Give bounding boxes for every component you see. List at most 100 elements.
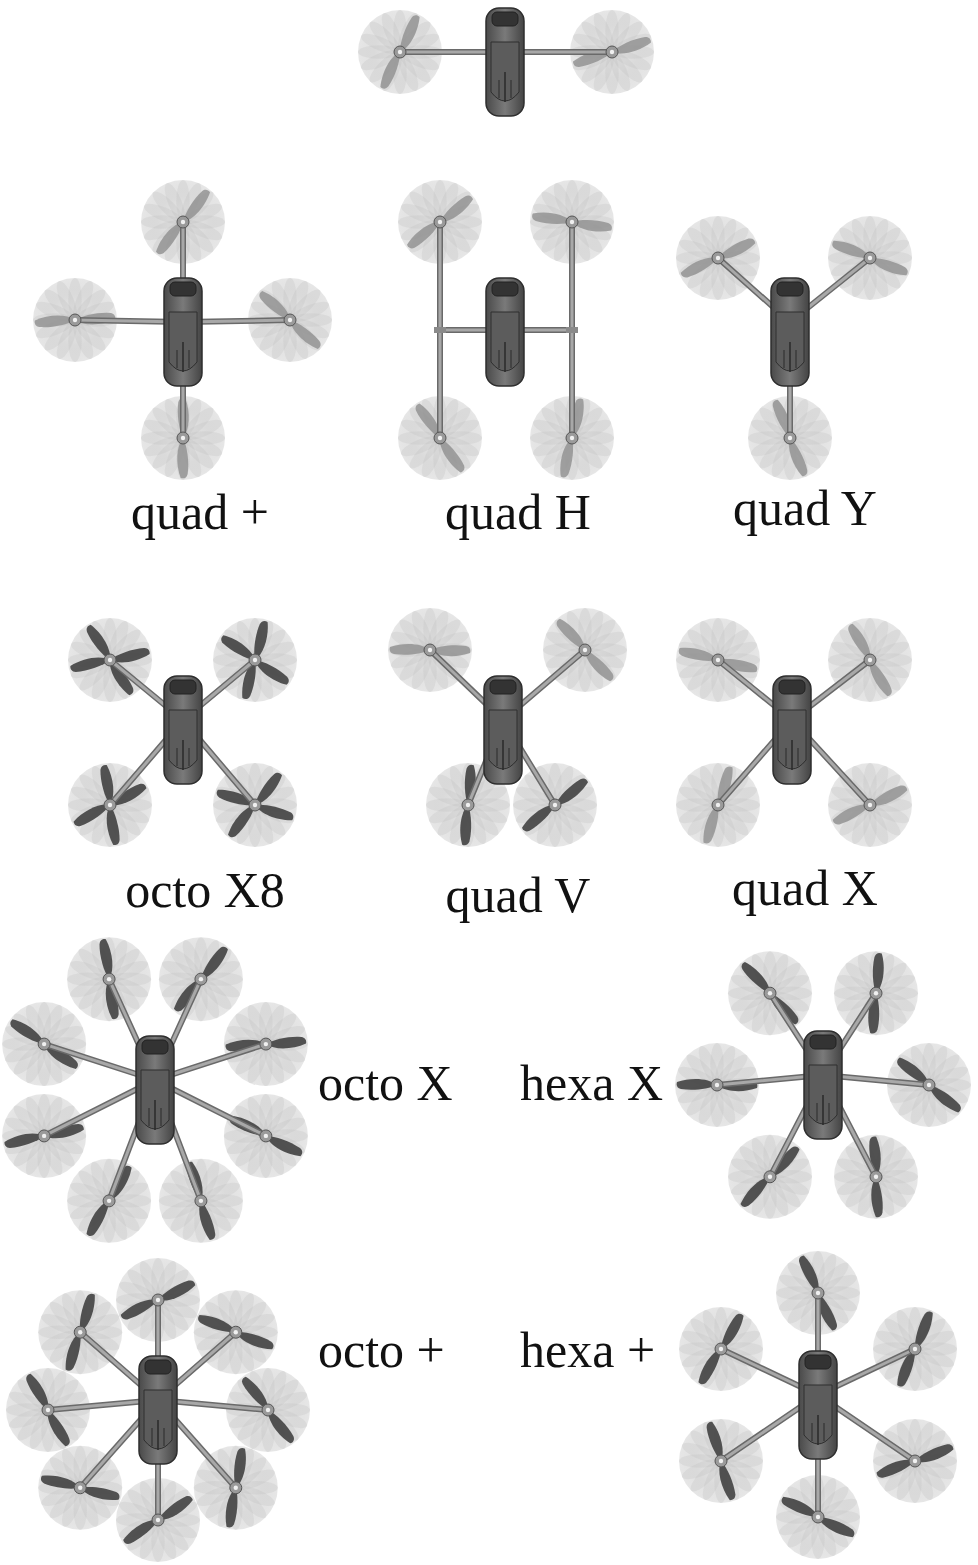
propeller-blade: [553, 616, 617, 683]
motor-hub: [177, 216, 189, 228]
propeller-blade: [700, 765, 735, 846]
motor-hub: [104, 799, 116, 811]
drone: [676, 216, 912, 480]
motor-hub: [177, 432, 189, 444]
motor-hub: [784, 432, 796, 444]
propeller-blade: [215, 787, 296, 824]
motor-hub: [870, 1171, 882, 1183]
motor-hub: [566, 216, 578, 228]
propeller-blade: [196, 1312, 276, 1352]
motor-hub: [870, 987, 882, 999]
motor-hub: [549, 799, 561, 811]
drone: [358, 8, 654, 116]
propeller-blade: [171, 944, 230, 1015]
configuration-label: quad X: [732, 858, 878, 918]
propeller-blade: [459, 764, 477, 845]
propeller-blade: [3, 1121, 84, 1151]
motor-hub: [262, 1404, 274, 1416]
propeller-blade: [72, 780, 149, 830]
propeller-disk: [2, 1002, 86, 1086]
configuration-label: hexa X: [520, 1053, 663, 1113]
configuration-label: octo +: [318, 1320, 445, 1380]
propeller-disk: [159, 1159, 243, 1243]
motor-hub: [230, 1482, 242, 1494]
propeller-blade: [867, 953, 885, 1034]
motor-hub: [260, 1038, 272, 1050]
motor-hub: [394, 46, 406, 58]
motor-hub: [909, 1343, 921, 1355]
drone: [2, 937, 308, 1243]
propeller-disk: [543, 608, 627, 692]
motor-hub: [909, 1455, 921, 1467]
propeller-disk: [679, 1307, 763, 1391]
propeller-disk: [873, 1419, 957, 1503]
configuration-label: quad V: [446, 865, 591, 925]
motor-hub: [579, 644, 591, 656]
motor-hub: [566, 432, 578, 444]
motor-hub: [711, 1079, 723, 1091]
propeller-disk: [513, 763, 597, 847]
motor-hub: [249, 799, 261, 811]
propeller-blade: [84, 1163, 135, 1239]
propeller-blade: [703, 1421, 738, 1502]
motor-hub: [712, 799, 724, 811]
configuration-label: quad Y: [733, 478, 877, 538]
propeller-disk: [679, 1419, 763, 1503]
propeller-blade: [390, 644, 471, 656]
motor-hub: [249, 654, 261, 666]
motor-hub: [195, 973, 207, 985]
drone-body: [799, 1351, 837, 1459]
configuration-label: quad +: [131, 482, 269, 542]
propeller-blade: [677, 645, 758, 675]
motor-hub: [434, 432, 446, 444]
propeller-blade: [875, 1441, 955, 1481]
drone: [6, 1258, 310, 1562]
propeller-disk: [2, 1094, 86, 1178]
propeller-blade: [894, 1309, 936, 1388]
motor-hub: [103, 1195, 115, 1207]
drone: [68, 618, 297, 847]
propeller-blade: [223, 1447, 248, 1529]
motor-hub: [712, 252, 724, 264]
propeller-blade: [830, 238, 910, 278]
motor-hub: [606, 46, 618, 58]
drone: [398, 180, 614, 480]
drone-body: [804, 1031, 842, 1139]
propeller-blade: [239, 619, 270, 700]
propeller-blade: [679, 235, 757, 281]
drone: [675, 951, 971, 1219]
motor-hub: [104, 654, 116, 666]
drone-body: [486, 278, 524, 386]
propeller-disk: [67, 937, 151, 1021]
propeller-disk: [873, 1307, 957, 1391]
motor-hub: [715, 1455, 727, 1467]
drone-body: [164, 676, 202, 784]
configuration-label: octo X8: [125, 860, 285, 920]
motor-hub: [764, 1171, 776, 1183]
motor-hub: [715, 1343, 727, 1355]
propeller-disk: [834, 1135, 918, 1219]
drone: [33, 180, 332, 480]
propeller-disk: [728, 1135, 812, 1219]
propeller-disk: [159, 937, 243, 1021]
configuration-label: octo X: [318, 1053, 453, 1113]
drone-body: [139, 1356, 177, 1464]
propeller-blade: [831, 782, 909, 828]
propeller-blade: [40, 1473, 121, 1503]
configuration-label: quad H: [445, 482, 591, 542]
propeller-disk: [213, 763, 297, 847]
motor-hub: [434, 216, 446, 228]
propeller-blade: [845, 622, 896, 698]
propeller-blade: [97, 938, 122, 1020]
propeller-disk: [728, 951, 812, 1035]
propeller-blade: [867, 1136, 885, 1217]
propeller-disk: [68, 618, 152, 702]
drone: [388, 608, 627, 847]
propeller-disk: [828, 216, 912, 300]
propeller-blade: [69, 645, 150, 675]
motor-hub: [284, 314, 296, 326]
drone-body: [136, 1036, 174, 1144]
motor-hub: [260, 1130, 272, 1142]
